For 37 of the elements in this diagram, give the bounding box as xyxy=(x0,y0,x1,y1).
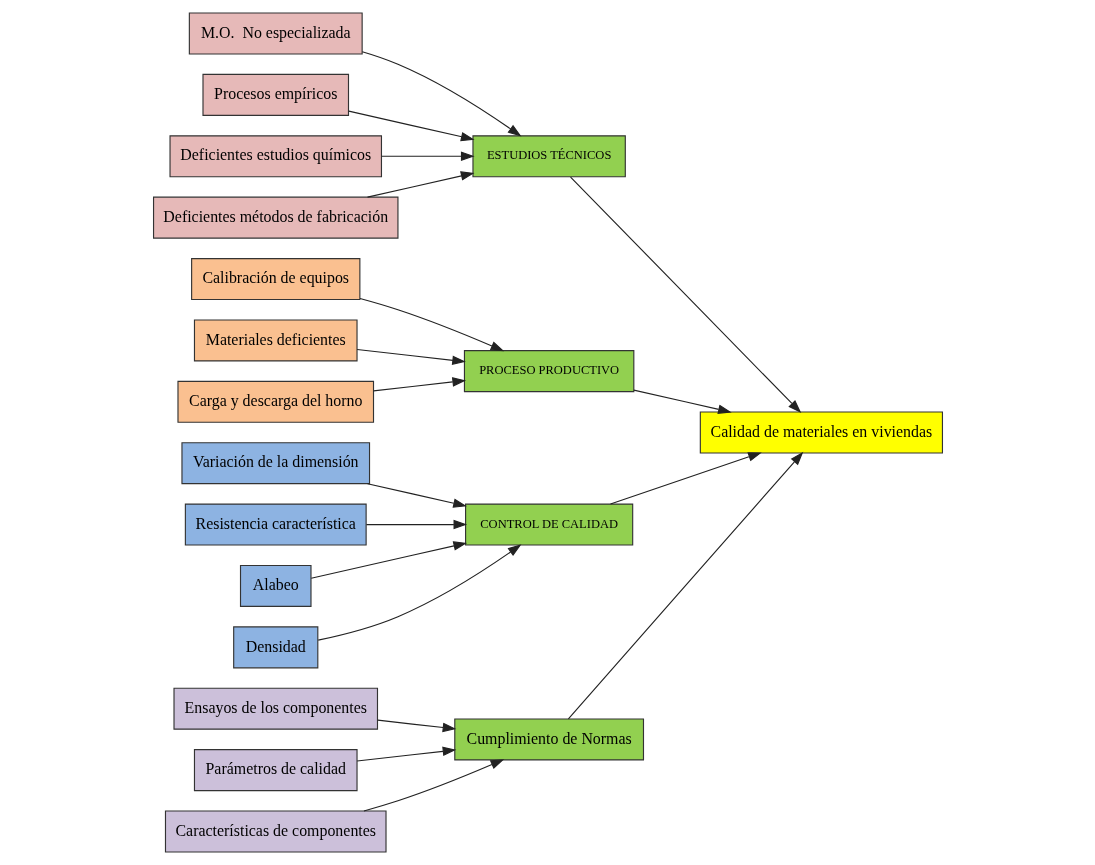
node-box: Ensayos de los componentes xyxy=(172,687,378,730)
arrow xyxy=(380,151,475,162)
arrow xyxy=(347,110,475,142)
node-box: Alabeo xyxy=(239,564,312,607)
arrow xyxy=(567,451,803,720)
node-box: Deficientes métodos de fabricación xyxy=(152,196,398,239)
arrow xyxy=(358,297,504,352)
node-box: ESTUDIOS TÉCNICOS xyxy=(471,135,626,178)
node-box: Variación de la dimensión xyxy=(180,442,370,485)
node-box: Calibración de equipos xyxy=(190,258,360,301)
node-box: Cumplimiento de Normas xyxy=(453,718,644,761)
arrow xyxy=(317,544,521,641)
arrow xyxy=(366,171,474,198)
arrow xyxy=(361,51,521,137)
node-box: Parámetros de calidad xyxy=(193,749,358,792)
node-box: Materiales deficientes xyxy=(193,319,358,362)
arrow xyxy=(356,746,456,762)
node-box: M.O. No especializada xyxy=(188,12,363,55)
arrow xyxy=(310,541,467,579)
arrow xyxy=(569,176,801,414)
arrow xyxy=(356,348,466,366)
node-box: Densidad xyxy=(232,626,318,669)
node-box: Carga y descarga del horno xyxy=(176,380,374,423)
node-box: Resistencia característica xyxy=(184,503,367,546)
node-box: PROCESO PRODUCTIVO xyxy=(463,350,634,393)
arrow xyxy=(632,389,732,414)
arrow xyxy=(366,483,467,508)
node-box: Procesos empíricos xyxy=(201,73,349,116)
arrow xyxy=(609,452,762,505)
node-box: Características de componentes xyxy=(164,810,387,853)
node-box: Calidad de materiales en viviendas xyxy=(699,411,943,454)
arrow xyxy=(362,759,504,812)
arrow xyxy=(372,377,466,392)
arrow xyxy=(376,719,456,733)
node-box: Deficientes estudios químicos xyxy=(168,135,382,178)
node-box: CONTROL DE CALIDAD xyxy=(464,503,633,546)
arrow xyxy=(365,519,467,530)
